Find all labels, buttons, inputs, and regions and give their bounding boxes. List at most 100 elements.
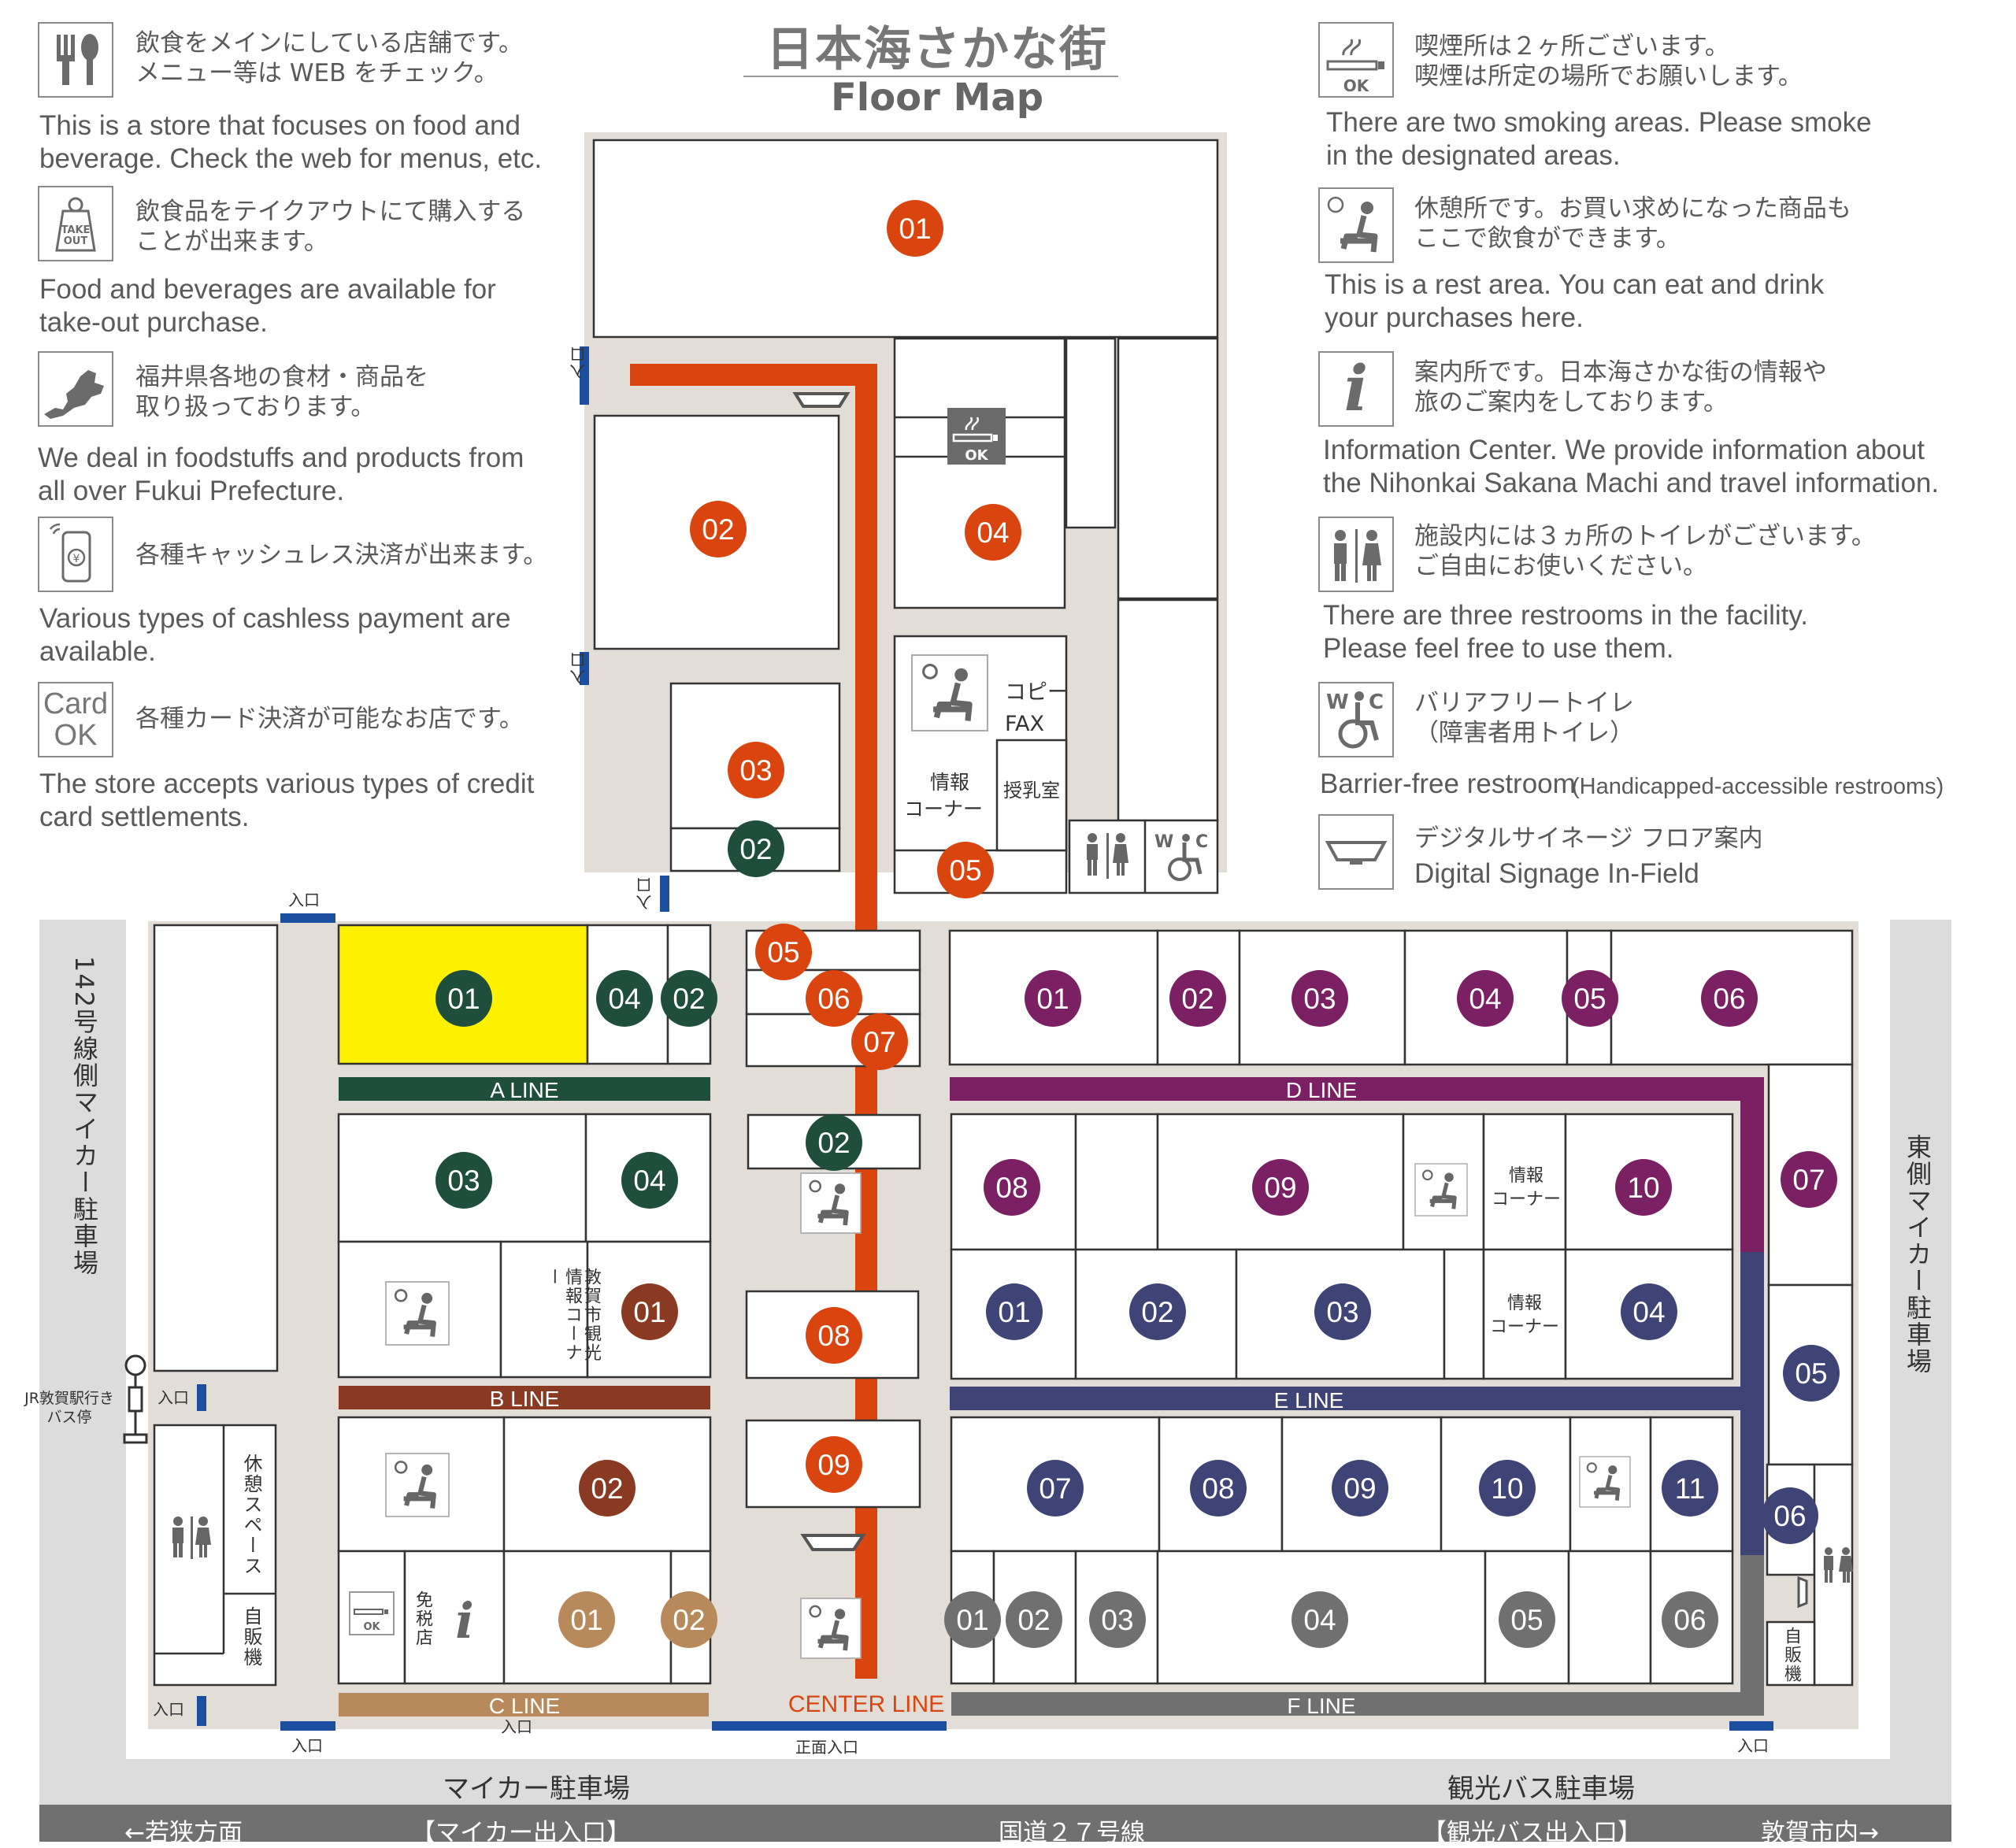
store-marker-gray-03[interactable]: 03 (1089, 1591, 1146, 1648)
store-marker-orange-09[interactable]: 09 (806, 1436, 862, 1493)
store-marker-number: 04 (976, 517, 1009, 549)
legend-takeout-jp-2: ことが出来ます。 (135, 228, 328, 256)
legend-food-en-1: This is a store that focuses on food and (39, 110, 521, 141)
store-marker-purple-02[interactable]: 02 (1169, 970, 1226, 1027)
store-marker-navy-06[interactable]: 06 (1762, 1487, 1818, 1544)
store-marker-number: 01 (633, 1296, 665, 1328)
map-rest-area-icon (1414, 1163, 1468, 1217)
store-marker-circle (1621, 1283, 1677, 1340)
store-marker-number: 06 (817, 983, 850, 1015)
store-marker-navy-08[interactable]: 08 (1190, 1460, 1247, 1517)
store-marker-purple-08[interactable]: 08 (984, 1159, 1040, 1216)
svg-text:W: W (1154, 832, 1173, 852)
store-marker-purple-07[interactable]: 07 (1781, 1151, 1837, 1208)
cashless-phone-icon: ¥ (38, 517, 113, 592)
store-marker-green-01[interactable]: 01 (435, 970, 492, 1027)
store-marker-green-02[interactable]: 02 (806, 1114, 862, 1171)
store-marker-tan-01[interactable]: 01 (558, 1591, 615, 1648)
store-marker-number: 07 (863, 1026, 895, 1058)
store-marker-orange-07[interactable]: 07 (851, 1013, 908, 1070)
store-marker-navy-11[interactable]: 11 (1662, 1460, 1718, 1517)
store-marker-number: 01 (570, 1604, 602, 1636)
b-line-bar (339, 1386, 710, 1409)
store-marker-circle (1025, 970, 1081, 1027)
store-marker-number: 02 (1141, 1296, 1173, 1328)
store-marker-gray-02[interactable]: 02 (1006, 1591, 1062, 1648)
north-store-04[interactable] (893, 337, 1066, 609)
north-small-store-c[interactable] (1117, 598, 1219, 822)
store-marker-circle (1314, 1283, 1371, 1340)
store-marker-number: 06 (1713, 983, 1745, 1015)
store-marker-orange-06[interactable]: 06 (806, 970, 862, 1027)
store-marker-gray-06[interactable]: 06 (1662, 1591, 1718, 1648)
store-marker-number: 02 (1181, 983, 1214, 1015)
nursing-room[interactable] (995, 739, 1068, 852)
store-marker-gray-04[interactable]: 04 (1292, 1591, 1348, 1648)
store-marker-purple-03[interactable]: 03 (1292, 970, 1348, 1027)
store-marker-green-04[interactable]: 04 (596, 970, 653, 1027)
duty-free-shop[interactable] (403, 1550, 506, 1685)
signage-icon-north (792, 392, 850, 408)
store-marker-gray-01[interactable]: 01 (944, 1591, 1001, 1648)
store-marker-circle (1783, 1345, 1840, 1402)
store-marker-green-02[interactable]: 02 (661, 970, 717, 1027)
east-restroom[interactable] (1813, 1463, 1854, 1687)
north-small-store-a[interactable] (1065, 337, 1117, 529)
store-marker-navy-10[interactable]: 10 (1479, 1460, 1536, 1517)
map-rest-area-icon (910, 654, 989, 732)
store-marker-circle (596, 970, 653, 1027)
store-marker-navy-07[interactable]: 07 (1027, 1460, 1084, 1517)
store-marker-orange-05[interactable]: 05 (937, 842, 994, 898)
store-marker-navy-09[interactable]: 09 (1332, 1460, 1388, 1517)
east-restroom-icon (1824, 1547, 1853, 1583)
d-store-blank[interactable] (1074, 1113, 1159, 1251)
legend-rest-jp-2: ここで飲食ができます。 (1414, 224, 1681, 253)
f-store-blank[interactable] (1567, 1550, 1652, 1685)
store-marker-purple-10[interactable]: 10 (1615, 1159, 1672, 1216)
west-large-store[interactable] (153, 924, 279, 1372)
store-marker-purple-04[interactable]: 04 (1457, 970, 1514, 1027)
store-marker-purple-09[interactable]: 09 (1252, 1159, 1309, 1216)
north-small-store-b[interactable] (1117, 337, 1219, 600)
store-marker-purple-05[interactable]: 05 (1562, 970, 1618, 1027)
store-marker-orange-05[interactable]: 05 (755, 924, 812, 980)
store-marker-purple-06[interactable]: 06 (1701, 970, 1758, 1027)
d-info-corner[interactable] (1482, 1113, 1567, 1251)
store-marker-circle (1292, 1591, 1348, 1648)
store-marker-navy-03[interactable]: 03 (1314, 1283, 1371, 1340)
store-marker-number: 04 (1632, 1296, 1665, 1328)
legend-rest-en-2: your purchases here. (1325, 302, 1584, 333)
east-vending[interactable] (1766, 1620, 1816, 1687)
store-marker-green-02[interactable]: 02 (728, 820, 784, 877)
store-marker-circle (806, 1436, 862, 1493)
store-marker-green-03[interactable]: 03 (435, 1152, 492, 1209)
legend-fukui-jp-2: 取り扱っております。 (135, 393, 376, 421)
store-marker-circle (1457, 970, 1514, 1027)
e-info-corner[interactable] (1482, 1248, 1567, 1380)
store-marker-gray-05[interactable]: 05 (1499, 1591, 1555, 1648)
north-restroom-block[interactable] (1068, 819, 1219, 894)
e-store-04[interactable] (1564, 1248, 1734, 1380)
de-middle-stores (950, 1113, 1854, 1466)
store-marker-orange-02[interactable]: 02 (690, 501, 747, 557)
map-rest-area-icon (385, 1453, 450, 1517)
store-marker-number: 04 (608, 983, 640, 1015)
tsuruga-info-corner[interactable] (499, 1240, 589, 1379)
store-marker-orange-01[interactable]: 01 (887, 200, 943, 257)
map-title-jp: 日本海さかな街 (766, 22, 1108, 77)
road-route-label: 国道２７号線 (999, 1819, 1145, 1847)
store-marker-orange-03[interactable]: 03 (728, 742, 784, 798)
store-marker-orange-04[interactable]: 04 (965, 504, 1021, 561)
store-marker-navy-01[interactable]: 01 (986, 1283, 1043, 1340)
e-store-blank[interactable] (1443, 1248, 1485, 1380)
store-marker-navy-04[interactable]: 04 (1621, 1283, 1677, 1340)
store-marker-navy-05[interactable]: 05 (1783, 1345, 1840, 1402)
store-marker-purple-01[interactable]: 01 (1025, 970, 1081, 1027)
store-marker-green-04[interactable]: 04 (621, 1152, 678, 1209)
store-marker-brown-02[interactable]: 02 (579, 1460, 636, 1517)
store-marker-brown-01[interactable]: 01 (621, 1283, 678, 1340)
store-marker-tan-02[interactable]: 02 (661, 1591, 717, 1648)
store-marker-orange-08[interactable]: 08 (806, 1307, 862, 1364)
store-marker-navy-02[interactable]: 02 (1129, 1283, 1186, 1340)
